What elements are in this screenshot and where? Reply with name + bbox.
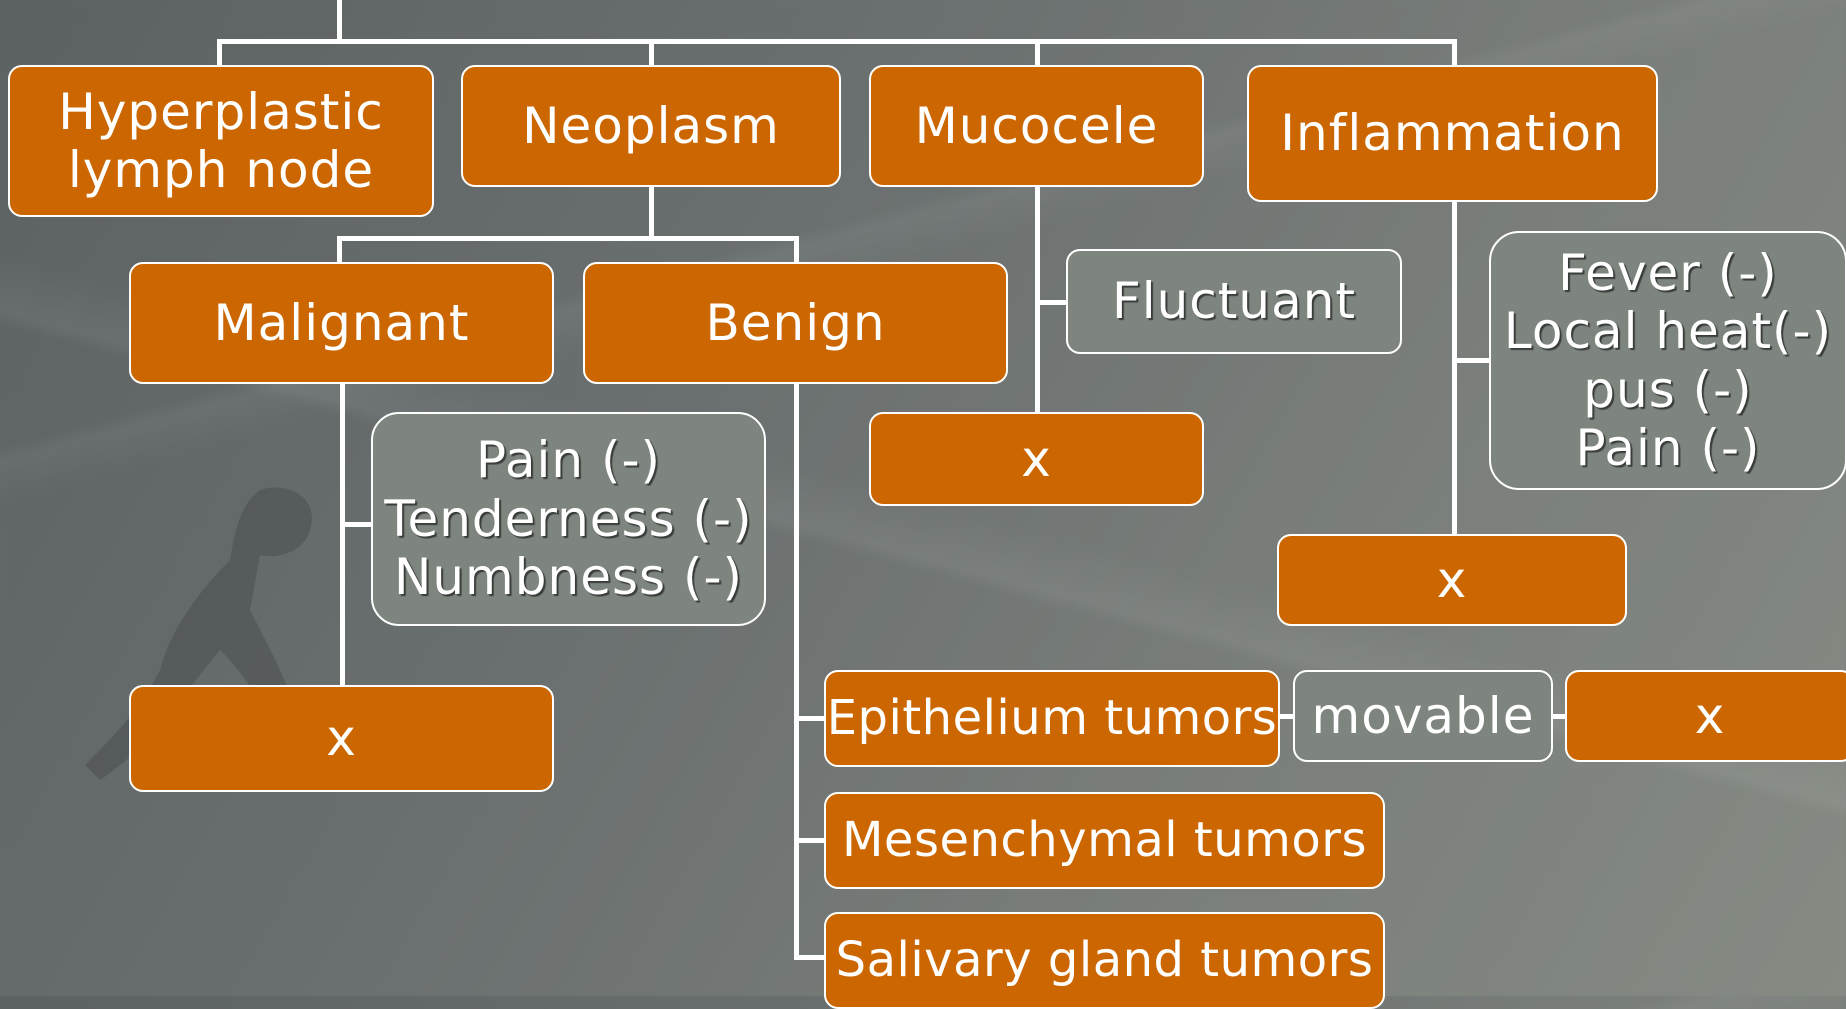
connector-benign-stem [794,382,799,960]
connector-to-hyperplastic [217,39,222,67]
node-fluctuant: Fluctuant [1066,249,1402,354]
node-inflammation-signs: Fever (-) Local heat(-) pus (-) Pain (-) [1489,231,1846,490]
connector-to-benign [794,236,799,264]
node-mesenchymal-tumors: Mesenchymal tumors [824,792,1385,889]
node-epithelium-tumors: Epithelium tumors [824,670,1280,767]
node-malignant-x: x [129,685,554,792]
node-hyperplastic-lymph-node: Hyperplastic lymph node [8,65,434,217]
connector-neoplasm-bus [337,236,799,241]
node-neoplasm: Neoplasm [461,65,841,187]
connector-to-inflammation [1452,39,1457,67]
connector-to-malignant [337,236,342,264]
connector-root-stem [337,0,342,42]
node-benign: Benign [583,262,1008,384]
connector-malignant-stem [340,382,345,687]
connector-to-mucocele [1035,39,1040,67]
node-mucocele-x: x [869,412,1204,506]
connector-inflammation-stem [1452,200,1457,538]
node-malignant: Malignant [129,262,554,384]
connector-to-inflammation-signs [1452,358,1492,363]
connector-malignant-signs [340,522,374,527]
node-movable: movable [1293,670,1553,762]
node-inflammation: Inflammation [1247,65,1658,202]
node-inflammation-x: x [1277,534,1627,626]
connector-neoplasm-stem [649,187,654,239]
node-malignant-signs: Pain (-) Tenderness (-) Numbness (-) [371,412,766,626]
connector-to-neoplasm [649,39,654,67]
node-salivary-gland-tumors: Salivary gland tumors [824,912,1385,1009]
connector-to-fluctuant [1035,300,1069,305]
node-epithelium-x: x [1565,670,1846,762]
connector-to-epithelium [794,716,826,721]
node-mucocele: Mucocele [869,65,1204,187]
connector-top-bus [217,39,1457,44]
connector-to-mesenchymal [794,838,826,843]
connector-to-salivary [794,955,826,960]
